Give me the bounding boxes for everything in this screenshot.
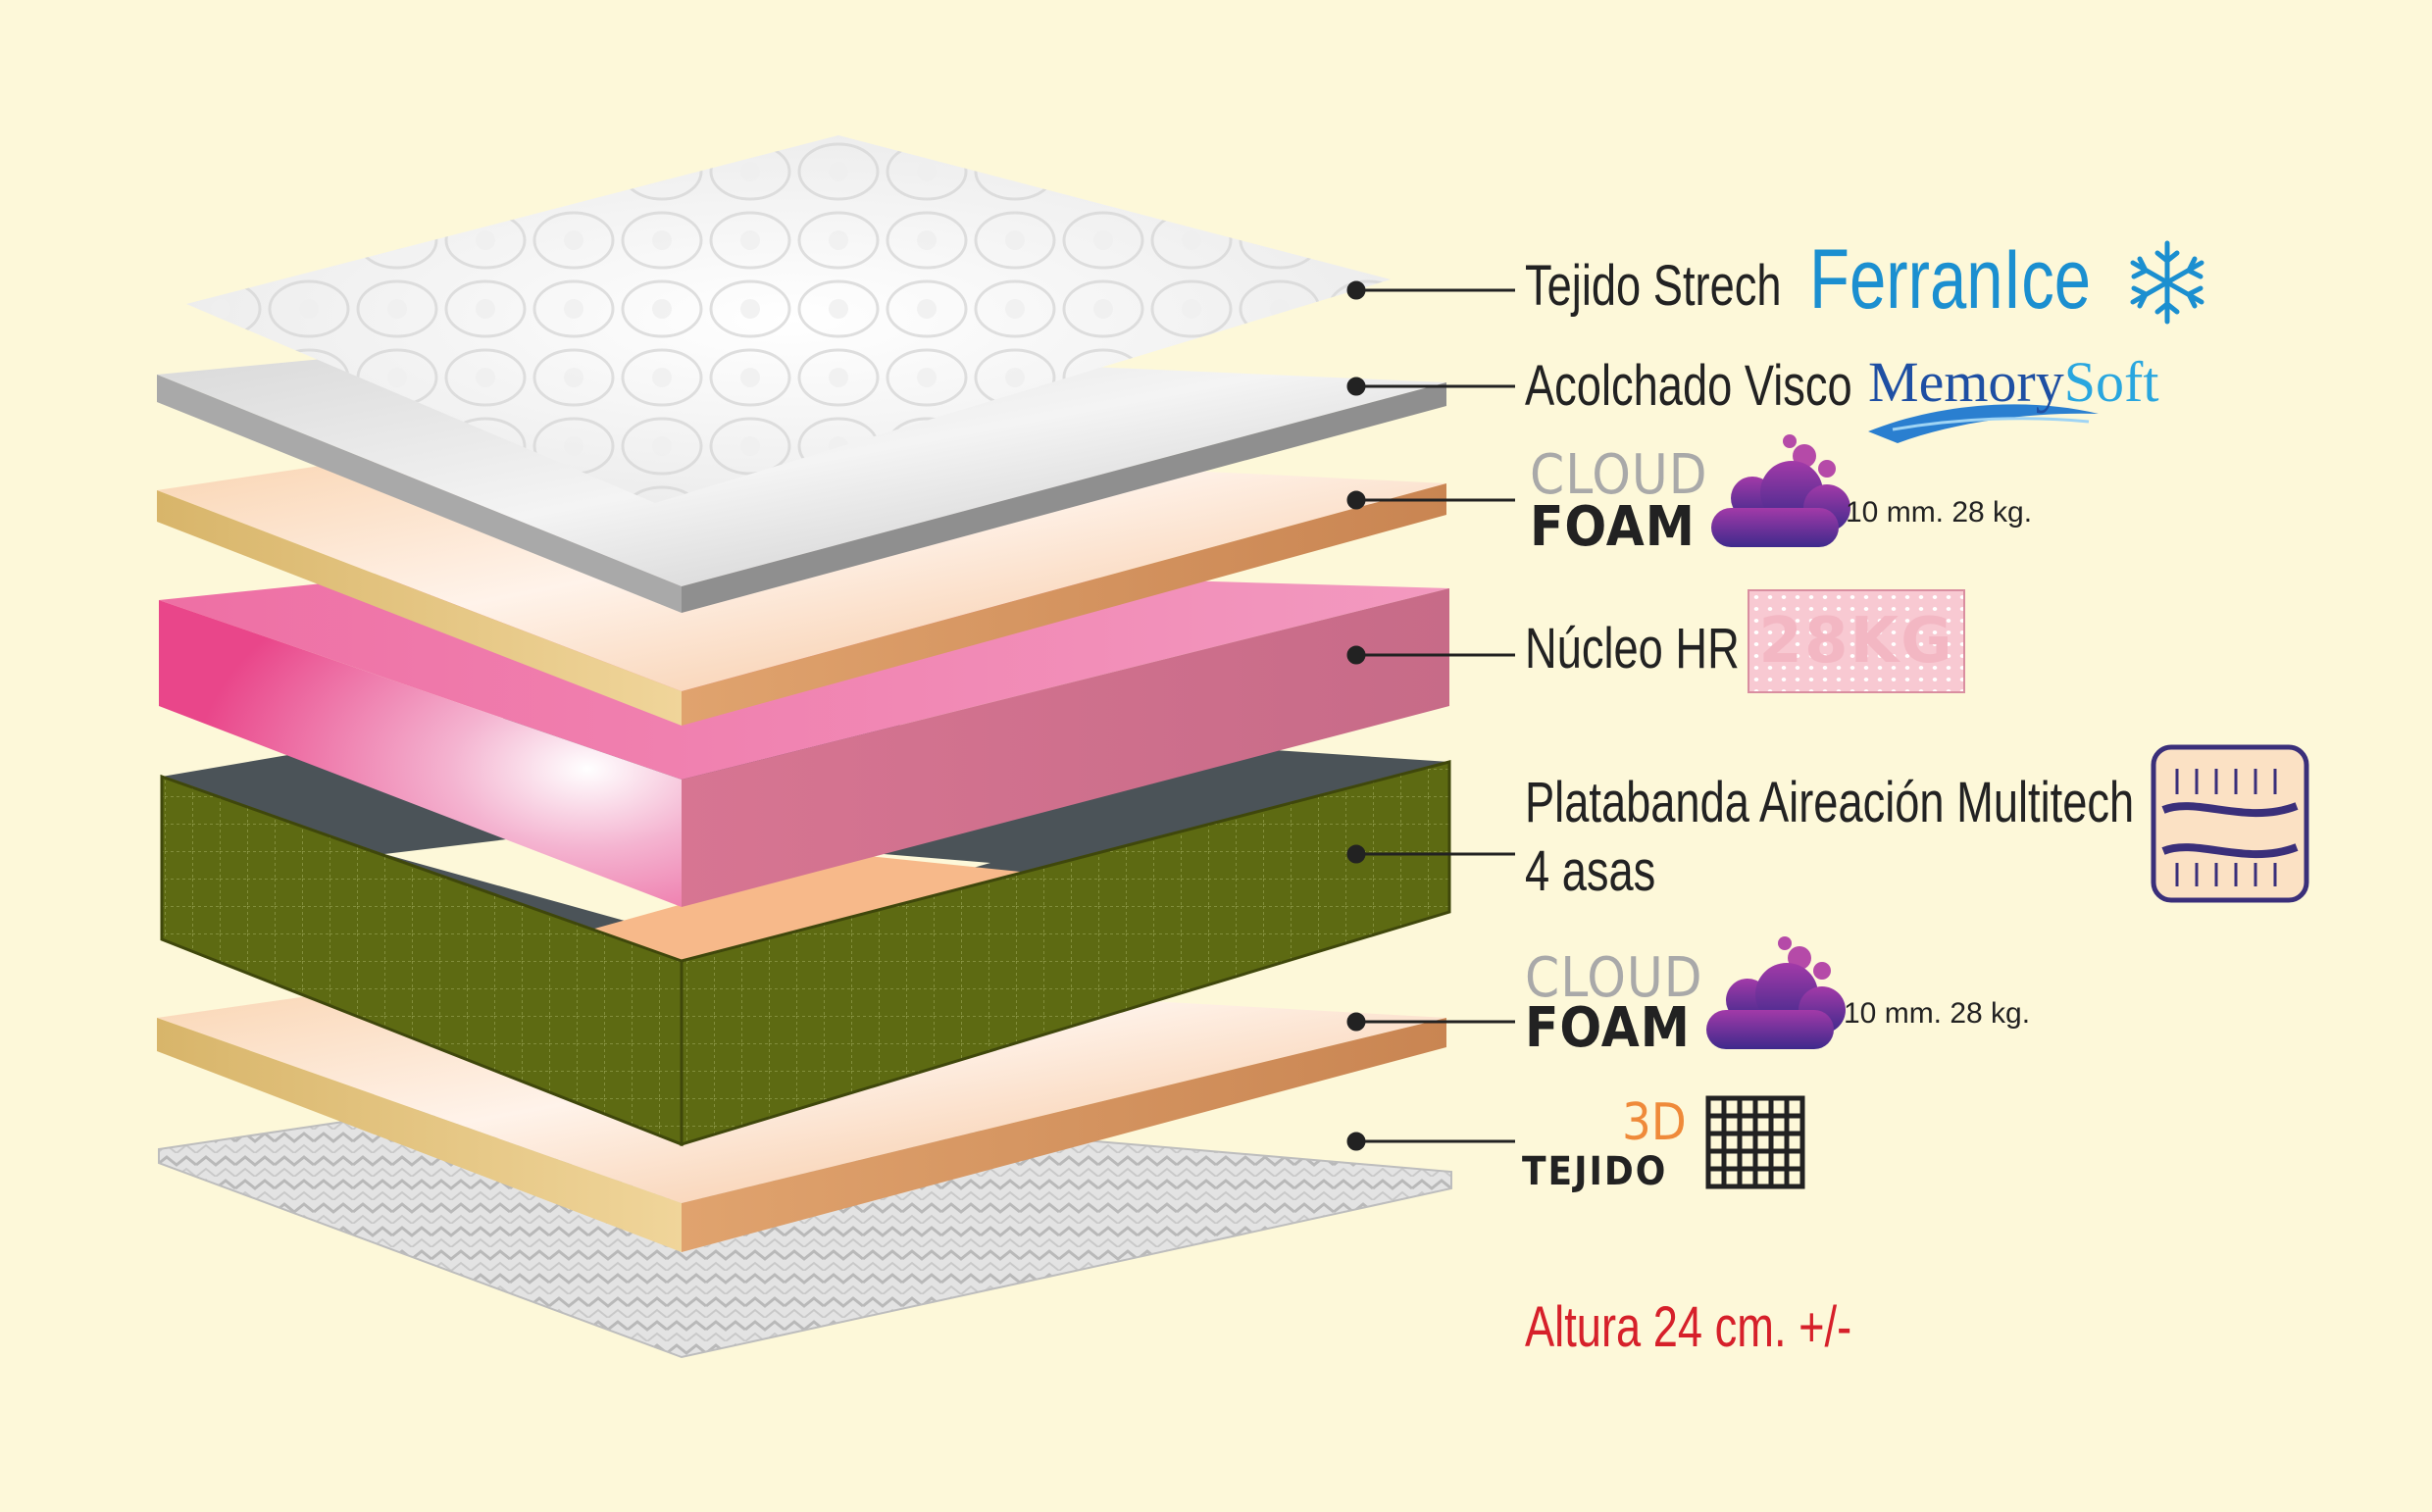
cloud-foam-bottom-foam: FOAM bbox=[1525, 996, 1691, 1060]
tejido-3d-word: TEJIDO bbox=[1522, 1149, 1668, 1194]
cloud-foam-top-spec: 10 mm. 28 kg. bbox=[1846, 496, 2033, 529]
cloud-bubbles-icon bbox=[1711, 434, 1850, 547]
cloud-foam-top-foam: FOAM bbox=[1530, 495, 1696, 559]
brand-ferranice: FerranIce bbox=[1809, 232, 2092, 327]
density-badge: 28KG bbox=[1748, 589, 1965, 693]
altura-note: Altura 24 cm. +/- bbox=[1525, 1295, 1852, 1359]
snowflake-icon bbox=[2130, 240, 2204, 325]
brand-memorysoft: MemorySoft bbox=[1868, 350, 2159, 414]
cloud-bubbles-icon bbox=[1706, 936, 1846, 1049]
cloud-foam-top-cloud: CLOUD bbox=[1530, 443, 1708, 507]
mesh-grid-icon bbox=[1705, 1095, 1805, 1189]
layer-tejido-strech bbox=[186, 135, 1391, 503]
cloud-foam-bottom-cloud: CLOUD bbox=[1525, 946, 1703, 1010]
airflow-icon bbox=[2151, 744, 2309, 903]
tejido-3d-mark: 3D bbox=[1622, 1093, 1687, 1152]
label-platabanda-line2: 4 asas bbox=[1525, 839, 1656, 903]
leader-lines bbox=[1346, 280, 1515, 1151]
label-tejido-strech: Tejido Strech bbox=[1525, 254, 1782, 318]
label-platabanda-line1: Platabanda Aireación Multitech bbox=[1525, 771, 2135, 834]
label-acolchado-visco: Acolchado Visco bbox=[1525, 354, 1852, 418]
cloud-foam-bottom-spec: 10 mm. 28 kg. bbox=[1844, 997, 2031, 1030]
label-nucleo-hr: Núcleo HR bbox=[1525, 617, 1740, 680]
feather-icon bbox=[1868, 404, 2099, 443]
